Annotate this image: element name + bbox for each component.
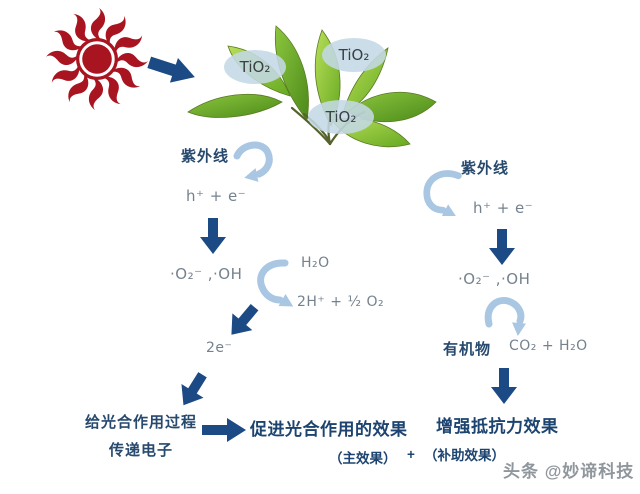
tio2-badge: TiO₂ <box>322 38 386 72</box>
tio2-label: TiO₂ <box>338 46 370 64</box>
organics-products-label: CO₂ + H₂O <box>509 338 588 354</box>
sun-icon <box>46 8 148 110</box>
photosynthesis-process-block: 给光合作用过程 传递电子 <box>84 411 198 460</box>
main-result-label: 促进光合作用的效果 <box>250 420 408 439</box>
tio2-label: TiO₂ <box>325 108 357 126</box>
down-arrow-icon <box>491 368 517 404</box>
main-result-note: （主效果） <box>329 451 397 466</box>
diagonal-arrow-icon <box>231 303 259 335</box>
diagonal-arrow-icon <box>181 372 207 406</box>
down-arrow-icon <box>489 229 515 265</box>
electron-hole-pair-left: h⁺ + e⁻ <box>186 187 247 205</box>
uv-label-left: 紫外线 <box>181 148 230 165</box>
radicals-right: ·O₂⁻ ,·OH <box>458 270 531 288</box>
uv-curved-arrow-right-icon <box>423 170 462 216</box>
water-label: H₂O <box>301 255 330 271</box>
water-curved-arrow-icon <box>257 259 294 307</box>
uv-label-right: 紫外线 <box>461 160 510 177</box>
sun-to-leaf-arrow-icon <box>147 56 195 83</box>
electron-hole-pair-right: h⁺ + e⁻ <box>473 199 534 217</box>
right-arrow-icon <box>202 418 246 442</box>
down-arrow-icon <box>200 218 226 254</box>
organics-label: 有机物 <box>443 341 492 358</box>
aux-result-note: （补助效果） <box>424 448 505 463</box>
radicals-left: ·O₂⁻ ,·OH <box>170 265 243 283</box>
leaf-cluster-image <box>187 25 437 148</box>
aux-result-label: 增强抵抗力效果 <box>436 417 559 436</box>
water-products-label: 2H⁺ + ½ O₂ <box>297 294 385 310</box>
organics-curved-arrow-icon <box>484 296 526 336</box>
watermark: 头条 @妙谛科技 <box>503 462 635 481</box>
process-line1: 给光合作用过程 <box>84 414 197 431</box>
tio2-badge: TiO₂ <box>224 50 286 84</box>
tio2-label: TiO₂ <box>239 58 271 76</box>
tio2-badge: TiO₂ <box>308 100 374 134</box>
uv-curved-arrow-left-icon <box>233 141 273 182</box>
plus-sign: + <box>407 447 415 462</box>
electrons-label: 2e⁻ <box>206 340 233 356</box>
process-line2: 传递电子 <box>108 442 173 459</box>
